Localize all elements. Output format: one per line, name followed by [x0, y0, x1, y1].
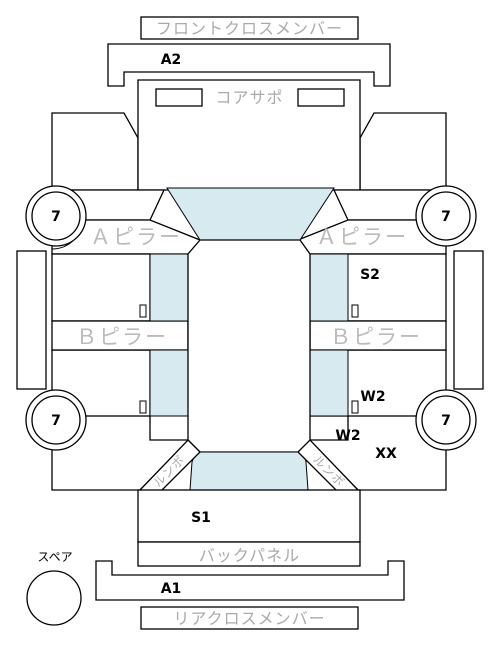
right-a-pillar-label: Ａピラー — [316, 225, 408, 249]
left-b-pillar-label: Ｂピラー — [76, 325, 168, 349]
right-b-pillar-label: Ｂピラー — [330, 325, 422, 349]
right-rear-quarter-mark: W2 — [335, 428, 360, 444]
left-front-window[interactable] — [149, 253, 189, 322]
rear-cross-member-box — [140, 606, 359, 630]
left-a-pillar-label: Ａピラー — [90, 225, 182, 249]
right-rear-quarter-extra-mark: XX — [375, 446, 397, 462]
back-panel-label: バックパネル — [199, 546, 300, 565]
front-windshield[interactable] — [166, 187, 335, 241]
spare-tire[interactable] — [26, 570, 82, 626]
front-cross-member-label: フロントクロスメンバー — [156, 19, 343, 38]
right-rear-door-handle[interactable] — [351, 400, 359, 414]
roof[interactable] — [187, 239, 311, 453]
left-rear-door-handle[interactable] — [139, 400, 147, 414]
left-front-door[interactable] — [51, 253, 151, 322]
right-front-door-mark: S2 — [360, 267, 380, 283]
right-headlight[interactable] — [297, 88, 345, 107]
right-front-door-handle[interactable] — [351, 304, 359, 318]
rear-windshield[interactable] — [189, 451, 309, 491]
rear-cross-member-part[interactable] — [95, 560, 405, 601]
left-headlight[interactable] — [155, 88, 203, 107]
left-rear-window[interactable] — [149, 349, 189, 417]
rear-member-mark: A1 — [161, 581, 182, 597]
front-right-wheel[interactable]: 7 — [415, 185, 477, 247]
spare-label: スペア — [37, 550, 72, 564]
front-cross-member-box — [140, 16, 359, 40]
rear-right-wheel[interactable]: 7 — [415, 389, 477, 451]
rear-right-wheel-number: 7 — [441, 413, 451, 429]
left-front-fender[interactable] — [51, 112, 139, 191]
rear-cross-member-label: リアクロスメンバー — [173, 609, 325, 628]
left-b-pillar[interactable] — [51, 320, 189, 351]
right-rear-window[interactable] — [309, 349, 349, 417]
left-side-sill[interactable] — [16, 250, 47, 390]
rear-left-wheel-number: 7 — [51, 413, 61, 429]
front-left-wheel-number: 7 — [51, 209, 61, 225]
right-front-window[interactable] — [309, 253, 349, 322]
front-cross-member-part[interactable] — [107, 43, 391, 87]
right-rear-door-mark: W2 — [360, 389, 385, 405]
right-front-fender[interactable] — [359, 112, 447, 191]
left-front-door-handle[interactable] — [139, 304, 147, 318]
front-member-mark: A2 — [161, 52, 182, 68]
front-left-wheel[interactable]: 7 — [25, 185, 87, 250]
rear-left-wheel[interactable]: 7 — [25, 389, 87, 451]
core-support-label: コアサポ — [215, 88, 283, 107]
front-right-wheel-number: 7 — [441, 209, 451, 225]
right-side-sill[interactable] — [453, 250, 484, 390]
right-b-pillar[interactable] — [309, 320, 447, 351]
back-panel[interactable] — [137, 541, 361, 567]
trunk-mark: S1 — [191, 510, 211, 526]
trunk[interactable] — [137, 489, 361, 543]
